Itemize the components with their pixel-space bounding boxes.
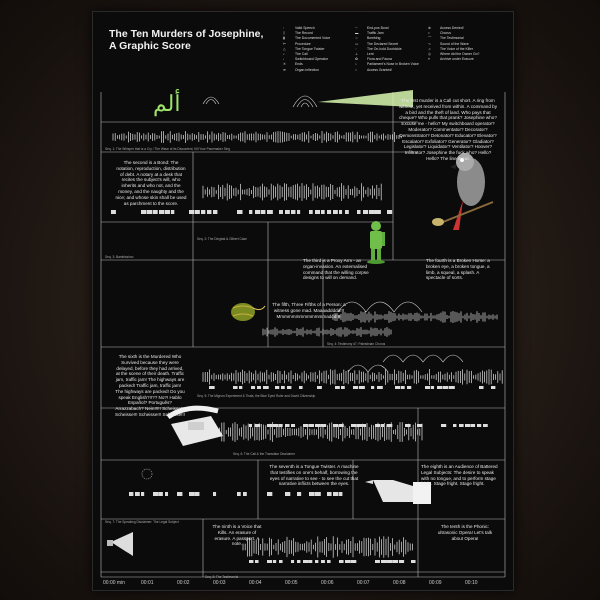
pointing-hand-illustration (365, 480, 431, 504)
legend-item: ─End-pos Bond (355, 26, 389, 30)
timeline-tick: 00:04 (249, 580, 262, 586)
timeline-tick: 00:03 (213, 580, 226, 586)
telephone-illustration (166, 405, 223, 446)
arabic-calligraphy: ألم (153, 92, 181, 117)
legend-item: ♩Switchboard Operator (283, 57, 328, 62)
legend-item: ▮The Documented Voice (283, 36, 331, 41)
timeline-tick: 00:05 (285, 580, 298, 586)
waveform-segment (332, 311, 498, 323)
timeline-tick: 00:09 (429, 580, 442, 586)
legend-item: ≡Archive under Erasure (428, 57, 474, 62)
legend-item: ⌒The Testimonial (428, 36, 464, 41)
third-murder-text: The third is a Proxy Arm - an organ-inva… (303, 258, 369, 281)
poster-title: The Ten Murders of Josephine, A Graphic … (109, 28, 269, 52)
ninth-murder-text: The ninth is a Voice that Kills. An eras… (212, 524, 262, 547)
sequence-caption: Seq. 3: Bambissimo (105, 255, 134, 259)
tenth-murder-text: The tenth is the Phonic: ultrasonic Oper… (437, 524, 493, 541)
legend-item: ⊗Access Denied! (428, 26, 464, 30)
timeline-tick: 00:06 (321, 580, 334, 586)
notation-blocks (129, 492, 343, 496)
sequence-caption: Seq. 2: The Dingbat & Gilbert Case (197, 237, 247, 241)
sequence-caption: Seq. 4: Testimony #7: Palestinian Chorus (327, 342, 386, 346)
sequence-caption: Seq. 1: The Whisper that is a Cry / The … (105, 147, 231, 151)
eighth-murder-text: The eighth is an Audience of Battered Le… (421, 464, 498, 487)
legend-item: △The Tongue Twister (283, 46, 325, 51)
legend-item: ✿Flora and Fauna (355, 57, 392, 62)
graphic-score-poster: The Ten Murders of Josephine, A Graphic … (92, 11, 514, 591)
parrot-illustration (432, 153, 494, 230)
legend-item: ▭The Declared Secret (355, 41, 399, 46)
timeline-tick: 00:00 min (103, 580, 125, 586)
waveform-segment (112, 131, 402, 143)
waveform-segment (212, 422, 423, 442)
legend-item: ♭Parliament's Nose in Broken Voice (355, 62, 419, 67)
sequence-caption: Seq. 6: The Call & the Translator Discla… (233, 452, 295, 456)
sequence-caption: Seq. 5: The Mignon Experiment & Tirala, … (197, 394, 316, 398)
first-murder-text: The first murder is a Call cut short. A … (398, 98, 498, 161)
timeline-tick: 00:01 (141, 580, 154, 586)
fourth-murder-text: The fourth is a Broken Horse: a broken e… (426, 258, 490, 281)
legend-item: ♫The Voice of the Killer (428, 46, 473, 51)
legend-item: ⊢Procedure (283, 41, 311, 46)
timeline-tick: 00:08 (393, 580, 406, 586)
notation-blocks (111, 210, 393, 214)
notation-blocks (249, 560, 416, 563)
notation-blocks (249, 424, 423, 427)
legend-item: ☼Bombing (355, 36, 381, 41)
legend-item: ◦Valid Speech (283, 26, 315, 30)
legend-item: ○Access Granted! (355, 67, 393, 72)
legend-column-1: ◦Valid Speech ▯The Record ▮The Documente… (283, 26, 330, 73)
megaphone-illustration (107, 468, 153, 556)
sequence-caption: Seq. 8: The Testimonial (205, 575, 239, 579)
notation-blocks (209, 386, 496, 389)
legend-column-3: ⊗Access Denied! ≈Chorus ⌒The Testimonial… (428, 26, 479, 62)
timeline-tick: 00:10 (465, 580, 478, 586)
sequence-caption: Seq. 7: The Speaking Disclaimer: The Leg… (105, 520, 179, 524)
timeline-tick: 00:02 (177, 580, 190, 586)
legend-item: ≋Organ Inflection (283, 67, 319, 72)
notation-blocks (441, 424, 488, 427)
title-line-1: The Ten Murders of Josephine, (109, 28, 264, 40)
melon-illustration (231, 303, 266, 321)
waveform-segment (242, 536, 413, 558)
legend-item: ◌The On-hold Doohickie (355, 46, 402, 51)
legend-item: ▯The Record (283, 31, 313, 36)
timeline-tick: 00:07 (357, 580, 370, 586)
sixth-murder-text: The sixth is the Murdered Who Survived b… (115, 354, 185, 417)
second-murder-text: The second is a Bond: The notation, repr… (115, 160, 187, 206)
legend-item: ≈Chorus (428, 31, 451, 36)
waveforms (111, 131, 503, 563)
legend-column-2: ─End-pos Bond ▬Traffic Jam ☼Bombing ▭The… (355, 26, 419, 73)
seventh-murder-text: The seventh is a Tongue Twister. A machi… (269, 464, 359, 487)
legend-item: ∿Sound of the Wave (428, 41, 469, 46)
fifth-murder-text: The fifth, Three Fifths of a Person: a w… (272, 302, 346, 319)
legend-item: ▬Traffic Jam (355, 31, 384, 36)
legend-item: ⊥Lent (355, 52, 374, 57)
waveform-segment (262, 327, 392, 337)
toy-soldier-illustration (367, 221, 385, 264)
legend-item: ♪The Call (283, 52, 308, 57)
waveform-segment (202, 183, 382, 201)
legend-item: ✕Ends (283, 62, 303, 67)
legend-item: ◎Where did the Owner Go? (428, 52, 480, 57)
waveform-segment (202, 369, 503, 385)
title-line-2: A Graphic Score (109, 40, 191, 52)
